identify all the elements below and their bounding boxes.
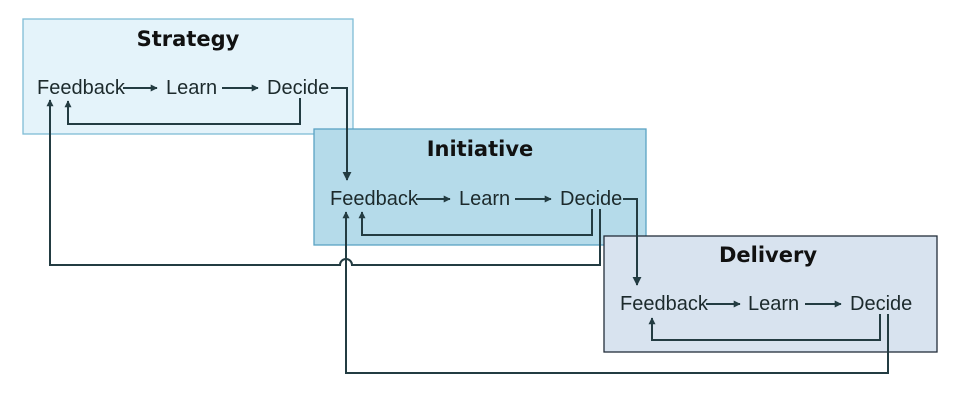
- initiative-inner-loop-arrow: [358, 209, 593, 236]
- delivery-box: Delivery Feedback Learn Decide: [603, 235, 938, 353]
- delivery-to-initiative-feedback-loop: [342, 211, 889, 374]
- initiative-learn-label: Learn: [459, 188, 510, 210]
- delivery-inner-loop-arrow: [648, 314, 881, 341]
- initiative-to-delivery-arrow: [623, 198, 642, 286]
- strategy-inner-loop-arrow: [64, 98, 301, 125]
- initiative-box: Initiative Feedback Learn Decide: [313, 128, 647, 246]
- initiative-decide-label: Decide: [560, 188, 622, 210]
- delivery-title: Delivery: [719, 243, 817, 267]
- delivery-box-bg: [604, 236, 937, 352]
- strategy-learn-label: Learn: [166, 77, 217, 99]
- strategy-box-border: [22, 18, 354, 135]
- strategy-to-initiative-arrow: [331, 87, 352, 181]
- initiative-box-border: [313, 128, 647, 246]
- strategy-box-bg: [23, 19, 353, 134]
- connectors: [46, 84, 889, 374]
- initiative-feedback-label: Feedback: [330, 188, 419, 210]
- delivery-decide-label: Decide: [850, 293, 912, 315]
- delivery-feedback-label: Feedback: [620, 293, 709, 315]
- strategy-decide-label: Decide: [267, 77, 329, 99]
- delivery-box-border: [603, 235, 938, 353]
- strategy-title: Strategy: [137, 27, 240, 51]
- initiative-title: Initiative: [427, 137, 534, 161]
- delivery-learn-label: Learn: [748, 293, 799, 315]
- strategy-feedback-label: Feedback: [37, 77, 126, 99]
- strategy-box: Strategy Feedback Learn Decide: [22, 18, 354, 135]
- initiative-box-bg: [314, 129, 646, 245]
